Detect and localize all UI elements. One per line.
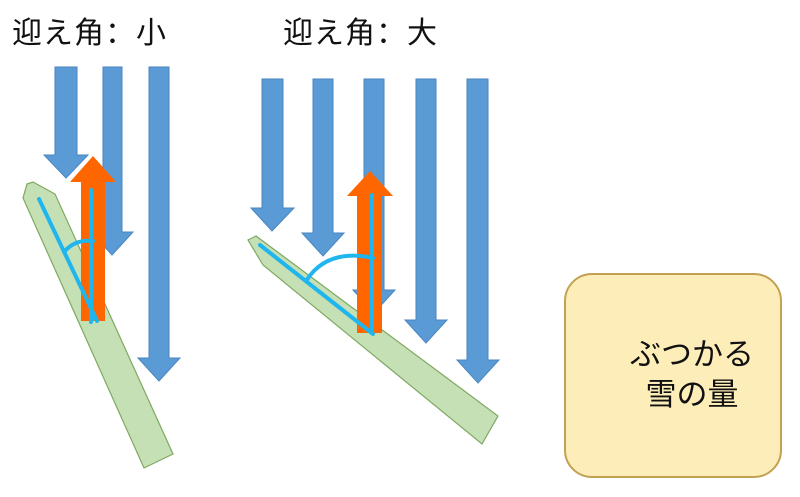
angle-arc-small: [62, 238, 95, 254]
blade-line-large: [258, 243, 375, 336]
title-large-angle: 迎え角：大: [283, 16, 438, 51]
legend-box: [564, 273, 782, 478]
snow-arrow-3: [136, 66, 182, 382]
snow-arrow-7: [403, 78, 449, 344]
panel-large-angle: [247, 78, 501, 445]
blade-large-angle: [247, 235, 499, 445]
blade-small-angle: [22, 181, 174, 469]
angle-arc-large: [304, 253, 375, 283]
title-small-angle: 迎え角：小: [12, 16, 167, 51]
blade-line-small: [37, 197, 99, 323]
legend-line-1: ぶつかる: [630, 337, 754, 373]
legend-line-2: 雪の量: [645, 377, 739, 413]
legend-label: ぶつかる 雪の量: [612, 335, 772, 415]
snow-arrow-1: [42, 66, 90, 179]
snow-arrow-4: [249, 78, 296, 232]
panel-small-angle: [22, 66, 182, 469]
snow-arrow-8: [455, 78, 501, 384]
snow-arrow-5: [300, 78, 346, 257]
